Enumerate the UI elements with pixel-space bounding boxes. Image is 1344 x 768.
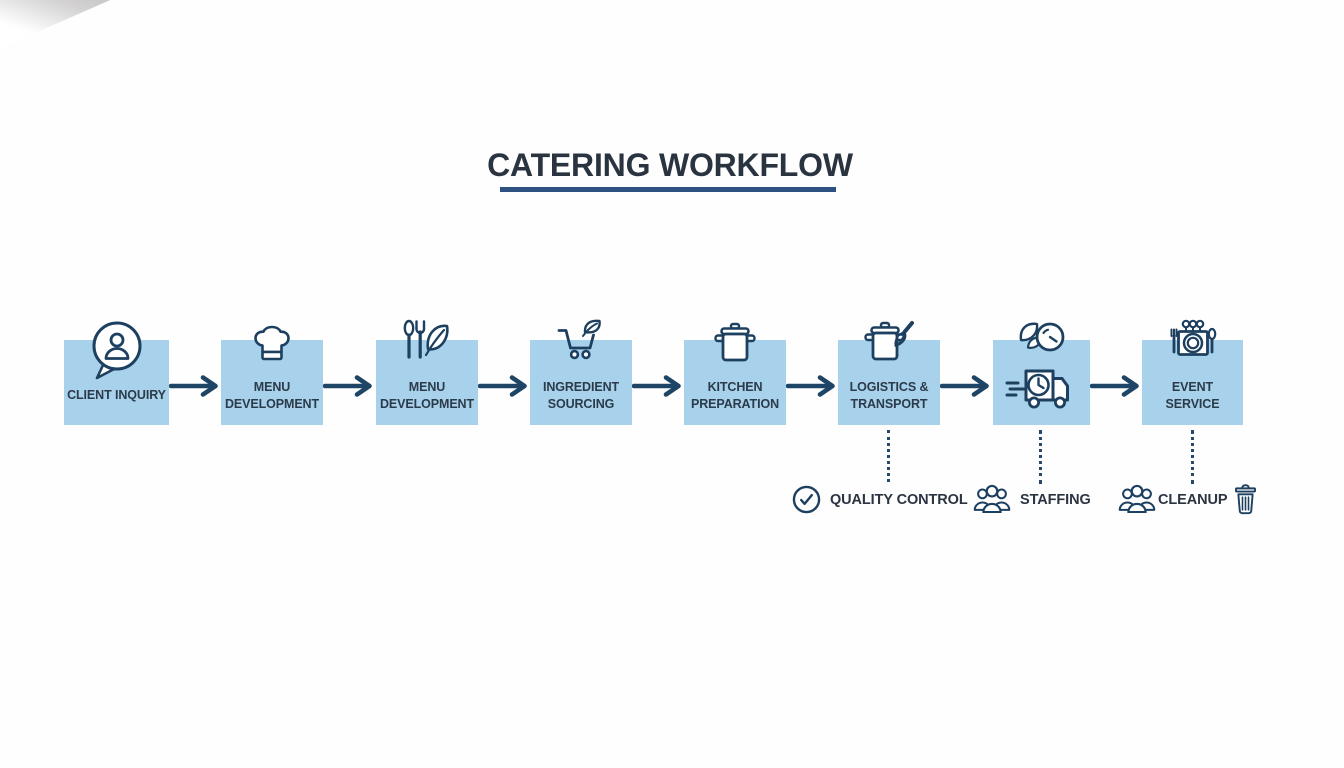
step-label: MENU DEVELOPMENT: [379, 380, 475, 411]
leaf-clock-icon: [1017, 319, 1067, 359]
step-label: [993, 372, 1090, 419]
trash-bin-icon: [1232, 483, 1259, 516]
step-ingredient-sourcing: INGREDIENT SOURCING: [530, 319, 632, 425]
arrow-right-icon: [631, 374, 684, 398]
cooking-pot-whisk-icon: [860, 320, 918, 364]
step-delivery: [993, 322, 1090, 425]
step-kitchen-preparation: KITCHEN PREPARATION: [684, 322, 786, 425]
step-logistics-transport: LOGISTICS & TRANSPORT: [838, 321, 940, 425]
step-label: CLIENT INQUIRY: [67, 388, 166, 403]
check-circle-icon: [792, 485, 821, 514]
step-event-service: EVENT SERVICE: [1142, 319, 1243, 425]
photo-artifact: [0, 0, 142, 52]
cooking-pot-icon: [709, 322, 761, 364]
shopping-cart-leaf-icon: [554, 319, 608, 363]
dotted-connector: [887, 430, 890, 482]
cutlery-leaf-icon: [400, 319, 454, 363]
speech-bubble-person-icon: [89, 321, 145, 381]
arrow-right-icon: [322, 374, 375, 398]
step-client-inquiry: CLIENT INQUIRY: [64, 321, 169, 425]
annotation-label-cleanup: CLEANUP: [1158, 492, 1228, 508]
arrow-right-icon: [939, 374, 992, 398]
page-title: CATERING WORKFLOW: [487, 147, 853, 183]
annotation-label-staffing: STAFFING: [1020, 492, 1091, 508]
arrow-right-icon: [168, 374, 221, 398]
step-menu-development-2: MENU DEVELOPMENT: [376, 319, 478, 425]
dotted-connector: [1191, 430, 1194, 484]
dinner-tray-icon: [1166, 319, 1220, 365]
step-label: LOGISTICS & TRANSPORT: [849, 380, 929, 411]
annotation-label-quality-control: QUALITY CONTROL: [830, 492, 968, 508]
dotted-connector: [1039, 430, 1042, 484]
step-label: KITCHEN PREPARATION: [690, 380, 780, 411]
step-label: MENU DEVELOPMENT: [224, 380, 320, 411]
step-label: EVENT SERVICE: [1165, 380, 1220, 411]
chef-hat-icon: [249, 325, 295, 369]
step-menu-development-1: MENU DEVELOPMENT: [221, 325, 323, 425]
people-group-icon: [1117, 483, 1157, 514]
arrow-right-icon: [785, 374, 838, 398]
arrow-right-icon: [1089, 374, 1142, 398]
title-underline: [500, 187, 836, 192]
step-label: INGREDIENT SOURCING: [542, 380, 620, 411]
people-group-icon: [972, 483, 1012, 514]
arrow-right-icon: [477, 374, 530, 398]
delivery-truck-icon: [1005, 362, 1079, 414]
